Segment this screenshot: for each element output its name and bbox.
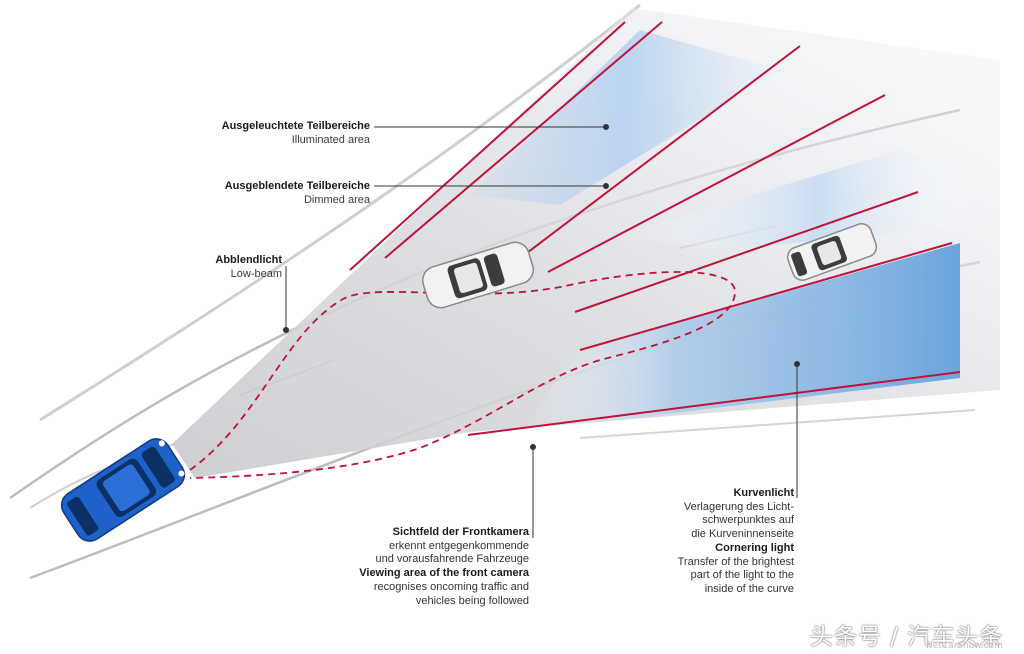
label-low-beam-en: Low-beam [230, 268, 282, 280]
cornering-text-de-2: schwerpunktes auf [702, 514, 794, 527]
camera-text-en-1: recognises oncoming traffic and [373, 580, 529, 593]
label-low-beam: Abblendlicht Low-beam [160, 253, 282, 281]
illuminated-area-top [470, 30, 780, 205]
label-camera-area: Sichtfeld der Frontkamera erkennt entgeg… [300, 526, 529, 608]
cornering-text-en-2: part of the light to the [690, 569, 794, 582]
cornering-title-de: Kurvenlicht [733, 487, 794, 499]
camera-viewing-area [189, 271, 736, 479]
own-car-blue [60, 438, 186, 542]
oncoming-car [421, 241, 535, 309]
label-dimmed-area: Ausgeblendete Teilbereiche Dimmed area [170, 179, 370, 207]
leader-dot-low-beam [283, 327, 289, 333]
beam-line-3 [514, 45, 801, 263]
label-illuminated-en: Illuminated area [291, 134, 370, 146]
cornering-light-area [520, 243, 960, 432]
beam-line-7 [467, 371, 961, 436]
beam-line-5 [574, 191, 919, 313]
camera-title-de: Sichtfeld der Frontkamera [392, 526, 529, 538]
leader-dot-dimmed [603, 183, 609, 189]
watermark-cn: 头条号 / 汽车头条 [810, 624, 1004, 650]
cornering-text-de-1: Verlagerung des Licht- [683, 500, 794, 513]
camera-text-de-1: erkennt entgegenkommende [388, 539, 529, 552]
beam-line-4 [547, 94, 886, 273]
road-far-lower [579, 409, 976, 439]
camera-title-en: Viewing area of the front camera [359, 567, 529, 580]
beam-line-6 [579, 242, 953, 351]
cornering-text-en-1: Transfer of the brightest [677, 555, 794, 568]
label-dimmed-de: Ausgeblendete Teilbereiche [224, 180, 370, 192]
label-low-beam-de: Abblendlicht [215, 254, 282, 266]
leader-dot-camera [530, 444, 536, 450]
label-dimmed-en: Dimmed area [303, 194, 370, 206]
beam-line-2 [384, 21, 663, 259]
cornering-title-en: Cornering light [715, 541, 794, 554]
camera-text-de-2: und vorausfahrende Fahrzeuge [375, 553, 530, 566]
beam-boundaries [349, 21, 961, 436]
label-cornering-light: Kurvenlicht Verlagerung des Licht- schwe… [594, 487, 794, 597]
leader-dot-illuminated [603, 124, 609, 130]
leader-dot-cornering [794, 361, 800, 367]
beam-line-1 [349, 21, 626, 271]
cornering-text-en-3: inside of the curve [704, 582, 794, 595]
watermark-site: NetCarShow.com [926, 641, 1003, 651]
cornering-text-de-3: die Kurveninnenseite [691, 528, 794, 541]
label-illuminated-de: Ausgeleuchtete Teilbereiche [221, 120, 370, 132]
camera-text-en-2: vehicles being followed [415, 594, 529, 607]
label-illuminated-area: Ausgeleuchtete Teilbereiche Illuminated … [170, 119, 370, 147]
vehicle-ahead [786, 223, 878, 281]
illuminated-area-middle [620, 150, 980, 250]
road-guide-upper [39, 3, 641, 422]
leader-lines [283, 124, 800, 538]
